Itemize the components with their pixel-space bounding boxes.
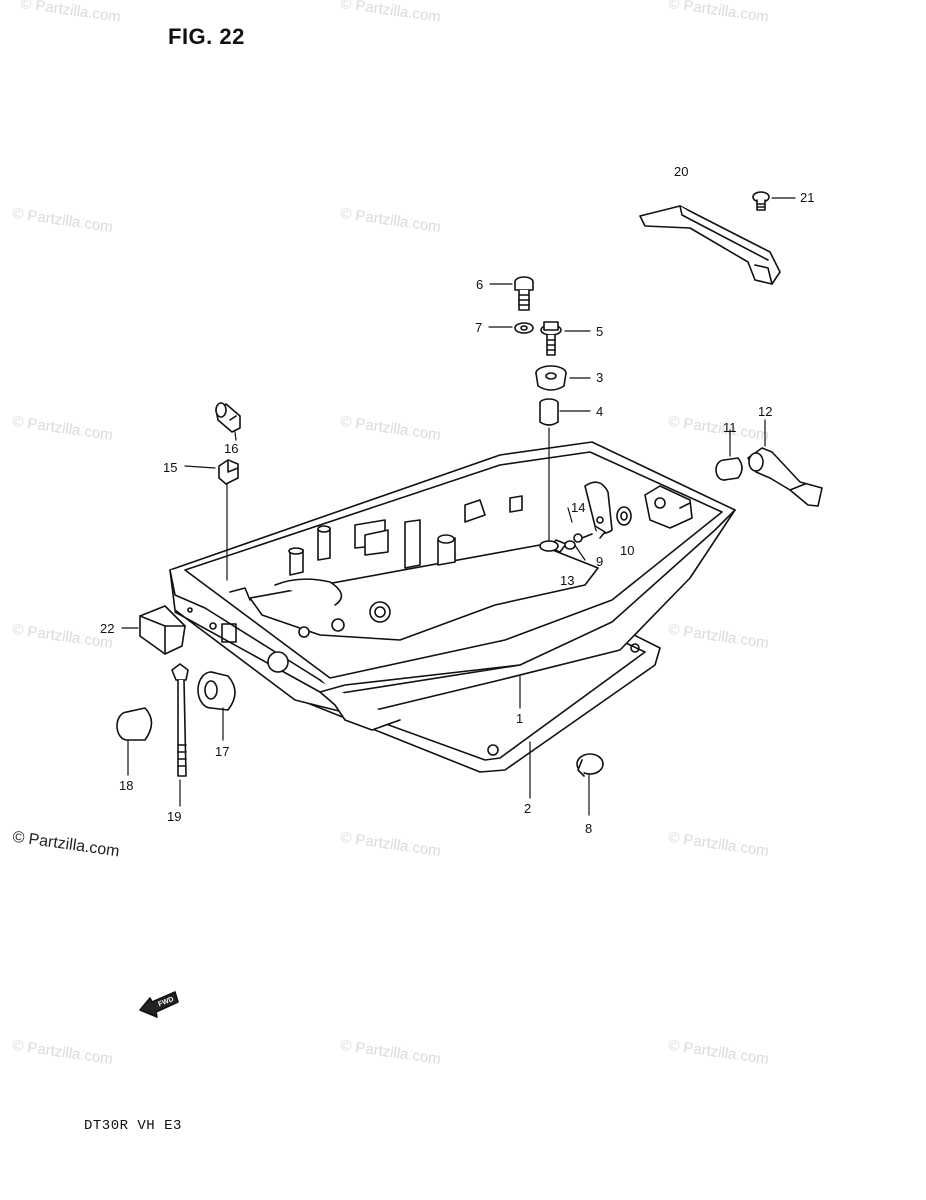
callout-18: 18 [119, 778, 133, 793]
callout-13: 13 [560, 573, 574, 588]
part-9-plate [584, 481, 613, 539]
part-7-washer [514, 322, 534, 334]
part-6-bolt [514, 276, 534, 311]
callout-15: 15 [163, 460, 177, 475]
part-16-fitting [215, 402, 241, 433]
part-13-washer [564, 540, 576, 550]
callout-19: 19 [167, 809, 181, 824]
part-14-screw [573, 533, 593, 543]
part-10-washer [616, 506, 632, 526]
part-18-bushing [116, 707, 153, 741]
part-3-grommet [535, 365, 567, 391]
figure-title: FIG. 22 [168, 24, 245, 49]
part-15-clip [218, 459, 239, 485]
callout-10: 10 [620, 543, 634, 558]
callout-1: 1 [516, 711, 523, 726]
callout-3: 3 [596, 370, 603, 385]
callout-16: 16 [224, 441, 238, 456]
callout-8: 8 [585, 821, 592, 836]
part-19-bolt [171, 663, 189, 777]
callout-4: 4 [596, 404, 603, 419]
callout-9: 9 [596, 554, 603, 569]
callout-5: 5 [596, 324, 603, 339]
part-5-bolt [540, 321, 562, 356]
part-20-bracket [639, 205, 781, 285]
part-12-lever [747, 447, 823, 507]
callout-labels: 1 2 3 4 5 6 7 8 9 10 11 12 13 14 15 16 1… [100, 164, 814, 1008]
callout-6: 6 [476, 277, 483, 292]
callout-17: 17 [215, 744, 229, 759]
callout-12: 12 [758, 404, 772, 419]
pan-latch-bracket [644, 485, 693, 529]
callout-7: 7 [475, 320, 482, 335]
callout-11: 11 [723, 420, 737, 435]
fwd-arrow [139, 991, 179, 1018]
callout-2: 2 [524, 801, 531, 816]
callout-14: 14 [571, 500, 585, 515]
callout-21: 21 [800, 190, 814, 205]
part-21-screw [752, 191, 770, 211]
callout-22: 22 [100, 621, 114, 636]
part-1-lower-cover [169, 441, 736, 731]
part-22-pad [139, 605, 186, 655]
callout-20: 20 [674, 164, 688, 179]
part-17-grommet [197, 671, 236, 711]
part-8-plug [576, 753, 604, 777]
pan-internal-bosses [229, 495, 567, 638]
part-11-bushing [715, 457, 743, 481]
part-4-collar [539, 398, 559, 426]
model-code: DT30R VH E3 [84, 1118, 182, 1134]
